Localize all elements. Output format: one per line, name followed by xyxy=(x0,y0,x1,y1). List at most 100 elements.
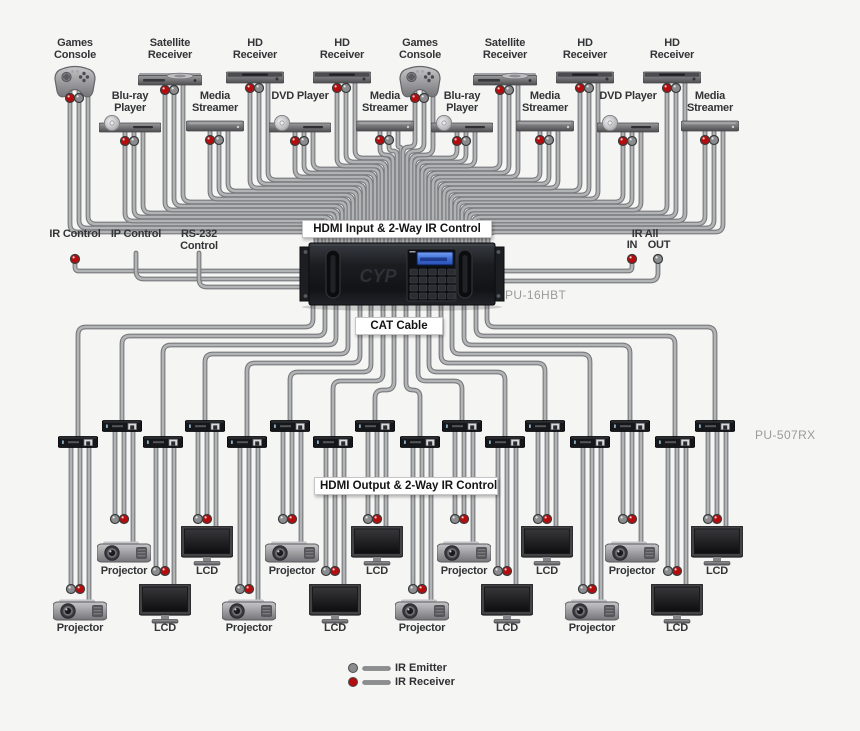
cable xyxy=(226,122,359,254)
matrix-button xyxy=(447,284,456,292)
source-label: HD Receiver xyxy=(232,37,278,61)
ir-receiver-dot xyxy=(699,134,711,146)
output-label: Projector xyxy=(568,622,616,634)
ir-receiver-dot xyxy=(159,84,171,96)
legend-receiver-text: IR Receiver xyxy=(395,676,455,688)
receiver507-icon xyxy=(570,436,610,448)
ir-emitter-dot xyxy=(298,135,310,147)
ir-dots-layer xyxy=(64,82,723,595)
matrix-button xyxy=(447,276,456,284)
receiver-model-label: PU-507RX xyxy=(755,428,816,442)
output-label: LCD xyxy=(495,622,518,634)
cable xyxy=(416,124,468,254)
ir-receiver-dot xyxy=(586,583,598,595)
cable xyxy=(431,80,520,254)
ir-emitter-dot xyxy=(652,253,664,265)
media-streamer-icon xyxy=(186,120,244,132)
projector-icon xyxy=(53,599,107,621)
projector-icon xyxy=(265,541,319,563)
matrix-button xyxy=(409,276,418,284)
ir-emitter-dot xyxy=(340,82,352,94)
ir-emitter-dot xyxy=(708,134,720,146)
output-label: Projector xyxy=(440,565,488,577)
cable xyxy=(75,297,316,443)
ir-emitter-dot xyxy=(503,84,515,96)
cable xyxy=(427,298,507,442)
receiver507-icon xyxy=(400,436,440,448)
cable xyxy=(409,82,435,254)
matrix-button xyxy=(419,268,428,276)
output-label: LCD xyxy=(153,622,176,634)
receiver507-icon xyxy=(442,420,482,432)
ir-receiver-dot xyxy=(626,513,638,525)
ir-receiver-dot xyxy=(541,513,553,525)
ir-emitter-dot xyxy=(277,513,289,525)
lcd-icon xyxy=(351,526,403,566)
cable xyxy=(445,78,582,254)
media-streamer-icon xyxy=(356,120,414,132)
hd-receiver-icon xyxy=(556,71,614,84)
cable xyxy=(412,124,459,254)
media-streamer-icon xyxy=(681,120,739,132)
cable xyxy=(427,80,511,254)
matrix-button xyxy=(409,284,418,292)
disc-player-icon xyxy=(99,115,161,133)
legend-line xyxy=(363,666,390,670)
matrix-button xyxy=(428,276,437,284)
cable xyxy=(423,80,502,254)
cable xyxy=(474,298,677,442)
ir-receiver-dot xyxy=(661,82,673,94)
receiver507-icon xyxy=(655,436,695,448)
receiver507-icon xyxy=(227,436,267,448)
cable xyxy=(245,298,362,442)
matrix-button xyxy=(428,268,437,276)
ir-emitter-dot xyxy=(128,135,140,147)
ir-emitter-dot xyxy=(460,135,472,147)
ir-control-label: IR Control xyxy=(49,228,101,240)
ir-emitter-dot xyxy=(418,92,430,104)
cable xyxy=(293,124,373,254)
rs232-control-label: RS-232 Control xyxy=(180,228,218,252)
ir-receiver-dot xyxy=(501,565,513,577)
ir-receiver-dot xyxy=(69,253,81,265)
projector-icon xyxy=(395,599,449,621)
cable xyxy=(217,122,355,254)
cable xyxy=(438,122,551,254)
cable xyxy=(161,298,338,442)
legend-line xyxy=(363,680,390,684)
cable xyxy=(405,82,426,254)
ir-receiver-dot xyxy=(74,583,86,595)
receiver507-icon xyxy=(313,436,353,448)
ir-receiver-dot xyxy=(416,583,428,595)
source-label: DVD Player xyxy=(271,90,329,102)
cable xyxy=(302,124,377,254)
cable xyxy=(266,78,370,254)
receiver507-icon xyxy=(525,420,565,432)
receiver507-icon xyxy=(355,420,395,432)
ir-receiver-dot xyxy=(289,135,301,147)
ir-all-out-label: OUT xyxy=(647,239,671,251)
output-label: Projector xyxy=(100,565,148,577)
source-label: HD Receiver xyxy=(319,37,365,61)
cable xyxy=(197,251,332,289)
cable xyxy=(257,78,366,254)
matrix-button xyxy=(428,292,437,300)
hd-receiver-icon xyxy=(643,71,701,84)
ir-receiver-dot xyxy=(617,135,629,147)
ir-receiver-dot xyxy=(243,583,255,595)
matrix-button xyxy=(409,292,418,300)
cable xyxy=(353,78,392,254)
hd-receiver-icon xyxy=(226,71,284,84)
matrix-button xyxy=(419,276,428,284)
cable xyxy=(450,298,592,442)
ir-receiver-dot xyxy=(574,82,586,94)
source-label: Blu-ray Player xyxy=(443,90,481,114)
output-label: LCD xyxy=(323,622,346,634)
ir-emitter-dot xyxy=(407,583,419,595)
ir-all-label: IR All xyxy=(631,228,659,240)
games-console-icon xyxy=(54,65,96,98)
cable xyxy=(208,122,351,254)
output-label: LCD xyxy=(665,622,688,634)
lcd-icon xyxy=(651,584,703,624)
cable xyxy=(485,298,717,426)
